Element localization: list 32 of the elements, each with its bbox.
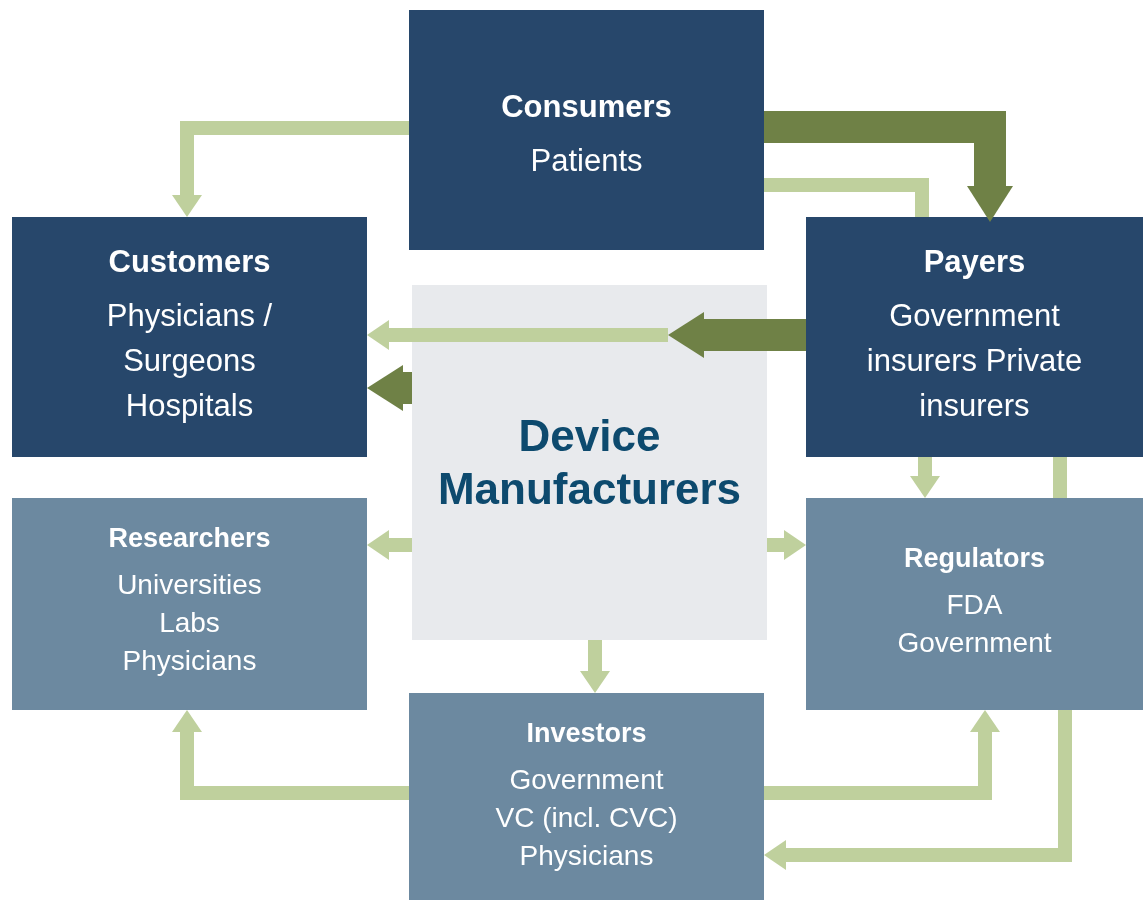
entity-box bbox=[806, 217, 1143, 457]
box-description: Government VC (incl. CVC) Physicians bbox=[494, 763, 679, 873]
arrow bbox=[172, 121, 409, 217]
arrow bbox=[172, 710, 409, 800]
box-description: Universities Labs Physicians bbox=[116, 568, 263, 678]
entity-box bbox=[409, 693, 764, 900]
arrow bbox=[580, 640, 610, 693]
box-title: Consumers bbox=[501, 88, 672, 126]
arrow bbox=[367, 365, 412, 411]
box-description: FDA Government bbox=[896, 588, 1053, 661]
arrow bbox=[764, 111, 1013, 222]
entity-box bbox=[806, 498, 1143, 710]
arrow bbox=[767, 530, 806, 560]
arrow bbox=[910, 457, 940, 498]
entity-box bbox=[412, 285, 767, 640]
box-title: Researchers bbox=[108, 522, 271, 555]
box-description: Government insurers Private insurers bbox=[865, 297, 1084, 426]
box-description: Physicians / Surgeons Hospitals bbox=[105, 297, 274, 426]
arrow bbox=[668, 312, 806, 358]
box-title: Investors bbox=[526, 717, 647, 750]
box-title: Customers bbox=[108, 243, 271, 281]
box-description: Patients bbox=[529, 142, 644, 181]
arrow bbox=[764, 710, 1000, 800]
arrow bbox=[367, 530, 412, 560]
box-title: Device Manufacturers bbox=[436, 409, 743, 515]
entity-box bbox=[409, 10, 764, 250]
arrow bbox=[764, 710, 1072, 870]
entity-box bbox=[12, 498, 367, 710]
box-title: Payers bbox=[923, 243, 1026, 281]
arrow bbox=[367, 320, 668, 350]
box-title: Regulators bbox=[904, 542, 1045, 575]
entity-box bbox=[12, 217, 367, 457]
